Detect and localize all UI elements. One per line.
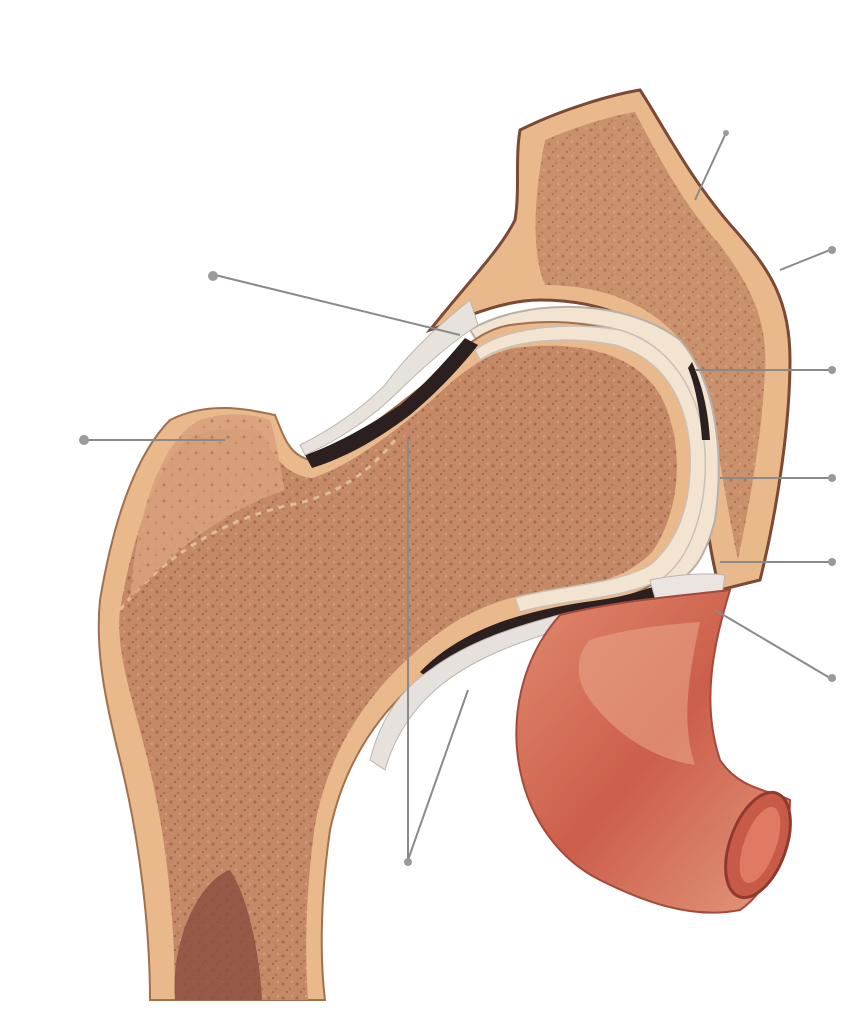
ischium-muscle [516, 590, 803, 913]
leader-line-1 [695, 135, 725, 200]
leader-line-2 [780, 250, 830, 270]
leader-line-6 [715, 610, 830, 678]
leader-line-7 [215, 275, 460, 335]
leader-line-9b [408, 690, 468, 860]
